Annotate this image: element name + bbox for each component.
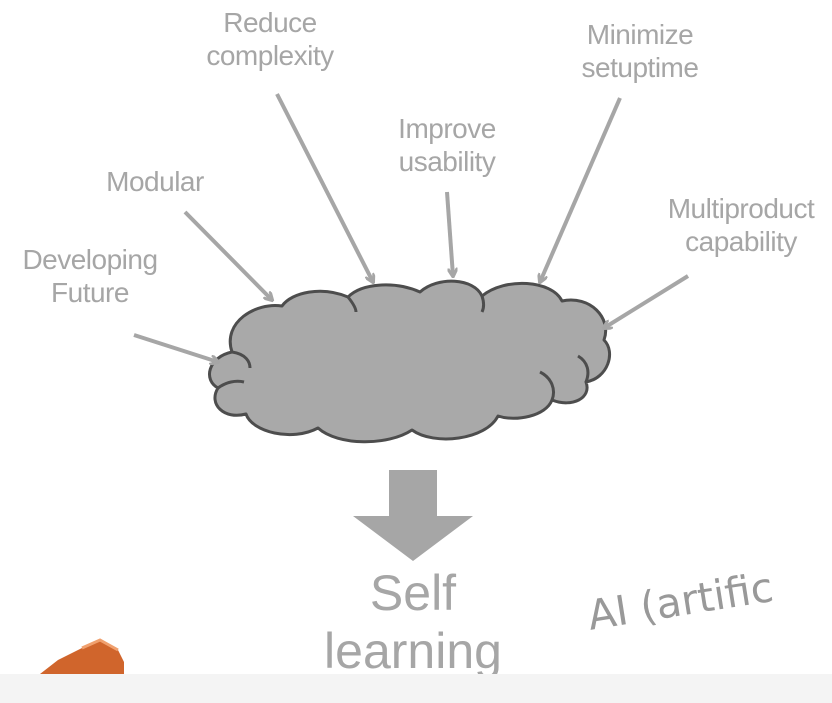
cloud-shape: [208, 279, 612, 444]
down-arrow: [353, 470, 473, 561]
result-self-learning: Self learning: [306, 564, 520, 680]
arrow-modular: [183, 210, 272, 300]
label-modular: Modular: [80, 165, 230, 198]
arrow-improve-usability: [445, 191, 453, 276]
arrow-multiproduct: [604, 274, 690, 328]
label-line: capability: [685, 226, 797, 257]
arrow-minimize-setuptime: [540, 97, 622, 282]
result-line-1: Self: [369, 565, 457, 621]
label-line: Improve: [398, 113, 496, 144]
label-line: usability: [398, 146, 496, 177]
label-line: Multiproduct: [667, 193, 815, 224]
label-line: Developing: [22, 244, 158, 275]
label-line: Future: [51, 277, 129, 308]
label-line: Modular: [106, 166, 204, 197]
label-line: complexity: [206, 40, 334, 71]
label-line: Reduce: [223, 7, 317, 38]
corner-shape: [40, 640, 124, 674]
arrow-reduce-complexity: [275, 93, 373, 282]
label-improve-usability: Improve usability: [372, 112, 522, 178]
label-line: setuptime: [581, 52, 699, 83]
label-line: Minimize: [586, 19, 694, 50]
bottom-strip: [0, 674, 832, 703]
label-reduce-complexity: Reduce complexity: [190, 6, 350, 72]
label-minimize-setuptime: Minimize setuptime: [560, 18, 720, 84]
arrow-developing-future: [133, 333, 218, 362]
label-multiproduct-capability: Multiproduct capability: [650, 192, 832, 258]
result-line-2: learning: [324, 623, 502, 679]
label-developing-future: Developing Future: [5, 243, 175, 309]
